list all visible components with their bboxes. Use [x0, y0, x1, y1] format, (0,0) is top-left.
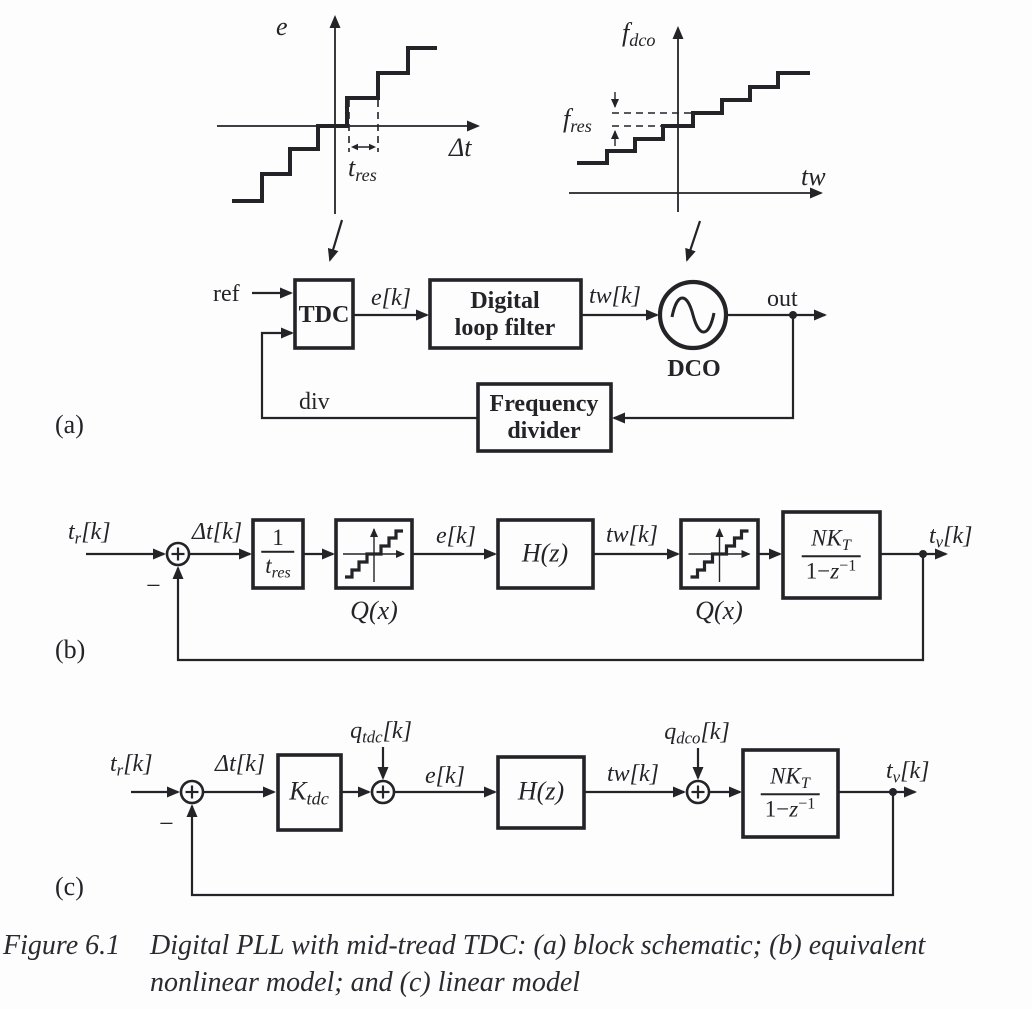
sum-junction-2 — [370, 779, 396, 805]
tres-label: tres — [348, 153, 377, 186]
dco-plot-y-label: fdco — [622, 18, 656, 51]
caption-line-2: nonlinear model; and (c) linear model — [150, 967, 581, 998]
tres-width-arrow — [351, 143, 376, 151]
dco-plot-x-label: tw — [801, 162, 826, 191]
sum-junction-3 — [685, 779, 711, 805]
q2-label: Q(x) — [695, 596, 743, 625]
figure-number: Figure 6.1 — [3, 930, 121, 961]
quantizer-staircase-icon — [689, 529, 750, 582]
accumulator-label: NKT 1−z−1 — [760, 763, 820, 822]
plus-icon — [185, 785, 199, 799]
panel-b-diagram — [86, 510, 948, 662]
feedback-line — [172, 554, 925, 662]
pointer-arrow-dco — [685, 220, 702, 262]
panel-a-diagram — [252, 278, 827, 453]
ek-label: e[k] — [371, 285, 411, 311]
tdc-transfer-plot — [217, 15, 480, 214]
quantizer-staircase-icon — [343, 528, 405, 582]
hz-box-label: H(z) — [517, 776, 565, 806]
panel-c-tag: (c) — [55, 872, 84, 901]
plus-icon — [171, 547, 185, 561]
panel-c-diagram — [131, 747, 917, 897]
tdc-box-label: TDC — [298, 301, 350, 328]
qdco-noise-label: qdco[k] — [664, 719, 730, 748]
minus-sign: − — [146, 571, 161, 600]
dco-label: DCO — [667, 355, 721, 382]
out-label: out — [767, 286, 798, 312]
ktdc-box-label: Ktdc — [289, 776, 329, 809]
qtdc-noise-label: qtdc[k] — [350, 718, 412, 747]
sine-icon — [670, 296, 716, 334]
ref-label: ref — [213, 281, 240, 307]
panel-a-tag: (a) — [55, 410, 84, 439]
inverse-tres-gain-label: 1 tres — [261, 525, 295, 583]
accumulator-box — [741, 748, 840, 839]
tdc-plot-x-label: Δt — [449, 133, 472, 162]
accumulator-label: NKT 1−z−1 — [801, 525, 861, 584]
twk-label: tw[k] — [606, 522, 659, 548]
panel-b-tag: (b) — [55, 635, 86, 664]
tvk-label: tv[k] — [929, 523, 973, 552]
dco-staircase — [577, 71, 810, 165]
q1-label: Q(x) — [350, 596, 398, 625]
twk-label: tw[k] — [607, 761, 660, 787]
div-label: div — [299, 389, 330, 415]
fres-label: fres — [563, 104, 592, 137]
dtk-label: Δt[k] — [192, 519, 243, 545]
dco-transfer-plot — [569, 26, 823, 212]
trk-label: tr[k] — [68, 519, 111, 548]
ek-label: e[k] — [425, 763, 465, 789]
caption-line-1: Digital PLL with mid-tread TDC: (a) bloc… — [150, 930, 926, 961]
dtk-label: Δt[k] — [215, 751, 266, 777]
out-feedback-line — [612, 315, 795, 424]
feedback-line — [186, 792, 895, 897]
mid-tread-staircase — [232, 46, 437, 203]
div-feedback-line — [260, 327, 478, 420]
ek-label: e[k] — [436, 523, 476, 549]
tvk-label: tv[k] — [886, 758, 930, 787]
pointer-arrow-tdc — [327, 219, 344, 262]
tdc-plot-y-label: e — [276, 12, 288, 41]
trk-label: tr[k] — [110, 751, 153, 780]
plus-icon — [691, 785, 705, 799]
minus-sign: − — [159, 809, 174, 838]
twk-label: tw[k] — [589, 283, 642, 309]
hz-box-label: H(z) — [521, 538, 569, 568]
plus-icon — [376, 785, 390, 799]
